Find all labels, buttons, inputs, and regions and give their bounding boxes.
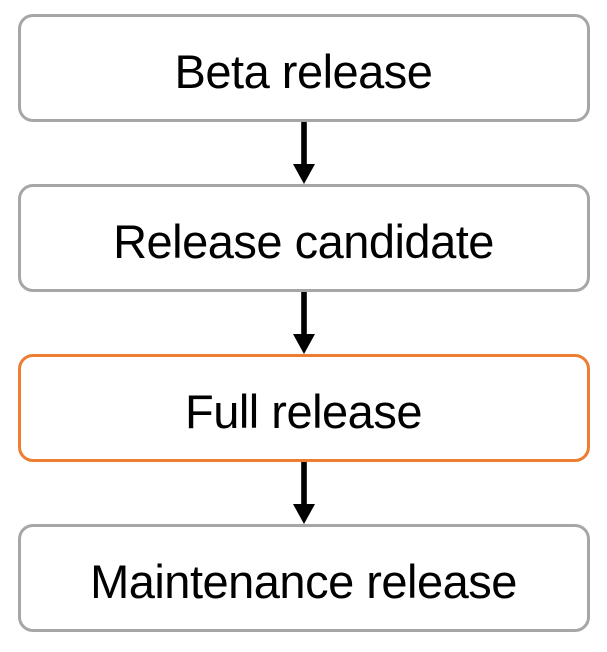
flow-node-beta-release: Beta release	[17, 14, 590, 122]
down-arrow-icon	[292, 292, 315, 354]
down-arrow-icon	[292, 462, 315, 524]
flow-node-label: Full release	[185, 384, 422, 438]
flow-node-maintenance-release: Maintenance release	[17, 524, 590, 632]
flow-node-label: Beta release	[174, 44, 433, 98]
flow-node-label: Release candidate	[113, 214, 494, 268]
down-arrow-icon	[292, 122, 315, 184]
flow-node-full-release: Full release	[17, 354, 590, 462]
flow-node-label: Maintenance release	[90, 554, 517, 608]
connector-3	[291, 462, 317, 524]
connector-2	[291, 292, 317, 354]
connector-1	[291, 122, 317, 184]
flow-node-release-candidate: Release candidate	[17, 184, 590, 292]
